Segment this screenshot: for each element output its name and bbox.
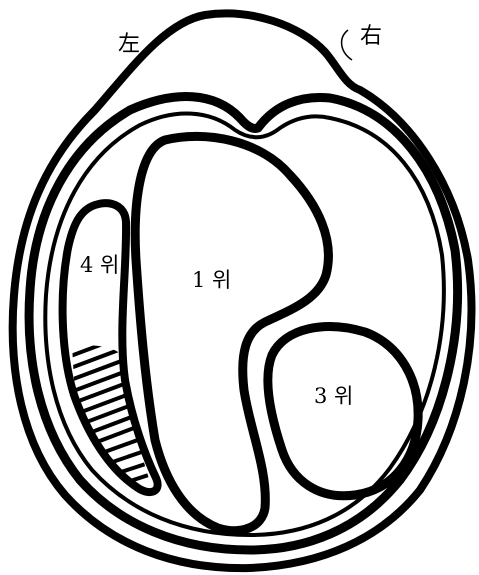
label-left: 左 — [118, 34, 140, 56]
small-arc-mark — [342, 30, 352, 60]
innermost-ring-contour — [45, 114, 444, 535]
label-region-4: 4 위 — [80, 255, 119, 276]
label-region-1: 1 위 — [192, 270, 231, 291]
label-region-3: 3 위 — [314, 386, 353, 407]
label-right: 右 — [360, 26, 382, 48]
region-3-outline — [268, 327, 418, 496]
